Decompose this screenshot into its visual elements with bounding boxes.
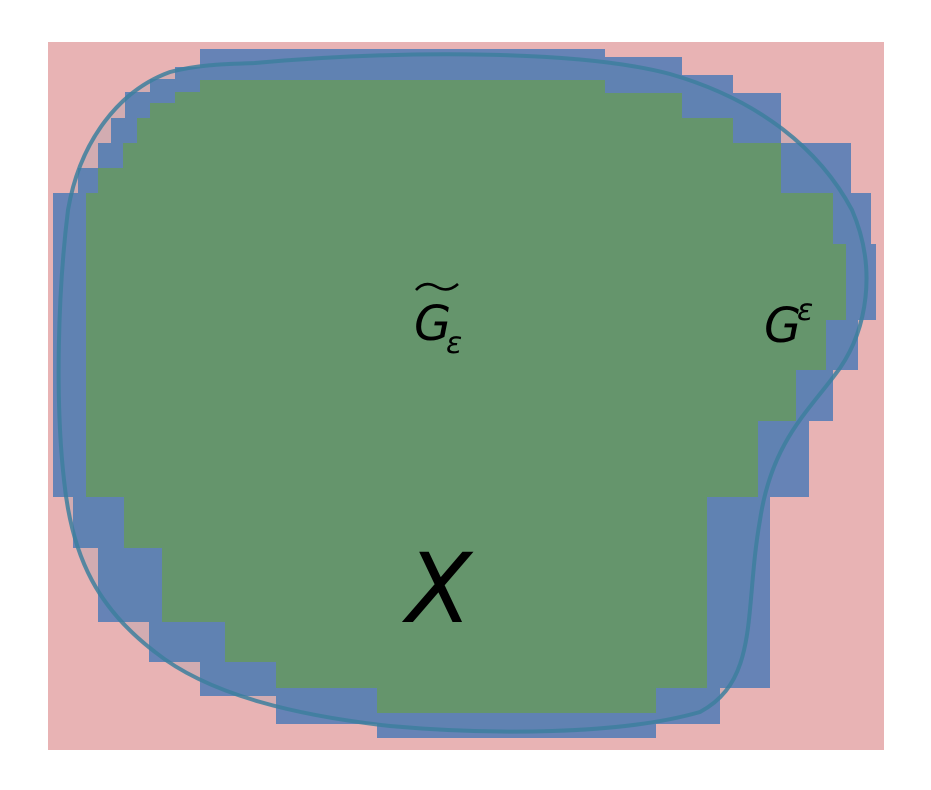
label-outer-sup: ε bbox=[797, 293, 813, 328]
inner-cover-g-tilde-eps bbox=[86, 80, 846, 713]
label-outer-set: G bbox=[764, 298, 801, 354]
smooth-boundary-g bbox=[56, 52, 869, 734]
label-region-x: X bbox=[401, 533, 474, 645]
label-inner-set: G bbox=[414, 296, 451, 352]
label-g-tilde-eps: G ε bbox=[414, 282, 462, 361]
label-g-sup-eps: G ε bbox=[764, 293, 813, 354]
tilde-mark bbox=[415, 282, 459, 291]
label-inner-sub: ε bbox=[446, 326, 462, 361]
